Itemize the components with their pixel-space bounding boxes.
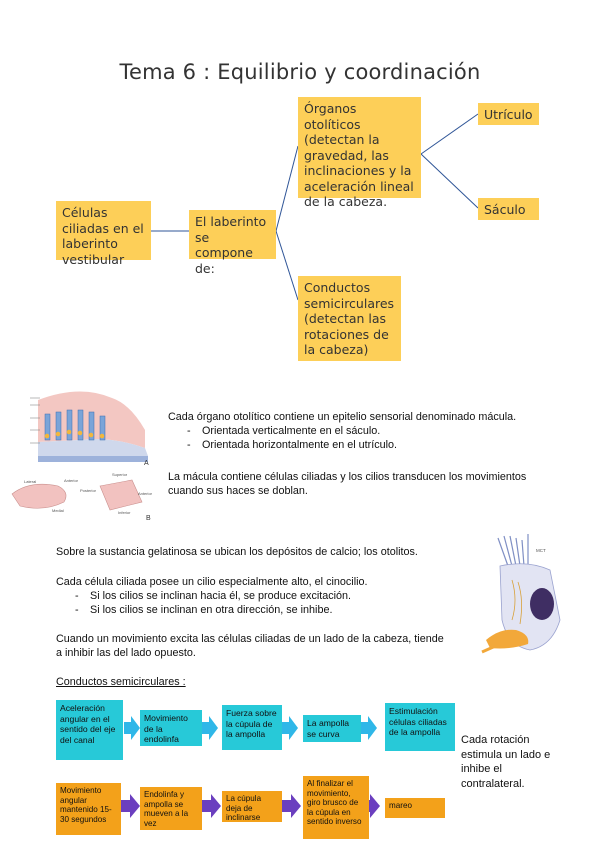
figure2-letter: B (146, 515, 151, 522)
cell-layer (38, 439, 148, 456)
list-item: -Si los cilios se inclinan en otra direc… (75, 604, 333, 616)
paragraph-cilia: La mácula contiene células ciliadas y lo… (168, 471, 527, 497)
arrow-purple-3 (282, 794, 301, 818)
flow-orange-step-3: La cúpula deja de inclinarse (222, 791, 282, 822)
box-conductos-semicirculares: Conductos semicirculares (detectan las r… (298, 276, 401, 361)
connector-organos-utriculo (420, 113, 479, 155)
flow-cyan-step-3: Fuerza sobre la cúpula de la ampolla (222, 705, 282, 750)
arrow-cyan-3 (282, 716, 298, 740)
page-title: Tema 6 : Equilibrio y coordinación (119, 60, 481, 84)
box-laberinto: El laberinto se compone de: (189, 210, 276, 276)
flow-cyan-step-5: Estimulación células ciliadas de la ampo… (385, 703, 455, 751)
saccule-shape (99, 479, 143, 511)
connector-organos-saculo (420, 153, 479, 209)
paragraph-macula-main: Cada órgano otolítico contiene un epitel… (168, 411, 517, 423)
figure1-letter: A (144, 460, 149, 467)
paragraph-cinocilio-main: Cada célula ciliada posee un cilio espec… (56, 576, 368, 588)
fig2-label-posterior: Posterior (80, 488, 97, 493)
basal-layer (38, 456, 148, 462)
flow-cyan-step-1: Aceleración angular en el sentido del ej… (56, 700, 123, 760)
fig2-label-lateral: Lateral (24, 479, 36, 484)
arrow-purple-2 (202, 794, 221, 818)
fig3-label-mct: MCT (536, 548, 546, 553)
flow-cyan-step-2: Movimiento de la endolinfa (140, 710, 202, 746)
list-item: -Orientada horizontalmente en el utrícul… (187, 439, 398, 451)
nucleus (530, 588, 554, 620)
arrow-cyan-4 (361, 716, 377, 740)
connector-laberinto-organos (275, 145, 299, 232)
paragraph-otolitos: Sobre la sustancia gelatinosa se ubican … (56, 546, 418, 558)
box-utriculo: Utrículo (478, 103, 539, 125)
flow-cyan-step-4: La ampolla se curva (303, 715, 361, 742)
flow-orange-step-2: Endolinfa y ampolla se mueven a la vez (140, 787, 202, 830)
nerve-terminal (486, 629, 529, 649)
arrow-purple-1 (121, 794, 140, 818)
section-heading: Conductos semicirculares : (56, 676, 186, 688)
list-item: -Orientada verticalmente en el sáculo. (187, 425, 381, 437)
connector-laberinto-conductos (275, 230, 299, 301)
paragraph-macula: Cada órgano otolítico contiene un epitel… (168, 410, 568, 452)
fig2-label-anterior-2: Anterior (138, 491, 153, 496)
paragraph-inhibicion: Cuando un movimiento excita las células … (56, 633, 444, 659)
fig2-label-anterior: Anterior (64, 478, 79, 483)
fig2-label-medial: Medial (52, 508, 64, 513)
side-note: Cada rotación estimula un lado e inhibe … (461, 734, 551, 790)
arrow-cyan-1 (124, 716, 140, 740)
flow-orange-step-4: Al finalizar el movimiento, giro brusco … (303, 776, 369, 839)
flow-orange-step-5: mareo (385, 798, 445, 818)
flow-orange-step-1: Movimiento angular mantenido 15-30 segun… (56, 783, 121, 835)
fig2-label-superior: Superior (112, 472, 128, 477)
utricle-shape (11, 483, 67, 509)
fig2-label-inferior: Inferior (118, 510, 131, 515)
box-organos-otoliticos: Órganos otolíticos (detectan la gravedad… (298, 97, 421, 209)
arrow-cyan-2 (202, 716, 218, 740)
box-celulas-ciliadas: Células ciliadas en el laberinto vestibu… (56, 201, 151, 267)
paragraph-cinocilio: Cada célula ciliada posee un cilio espec… (56, 575, 476, 617)
box-saculo: Sáculo (478, 198, 539, 220)
list-item: -Si los cilios se inclinan hacia él, se … (75, 590, 352, 602)
